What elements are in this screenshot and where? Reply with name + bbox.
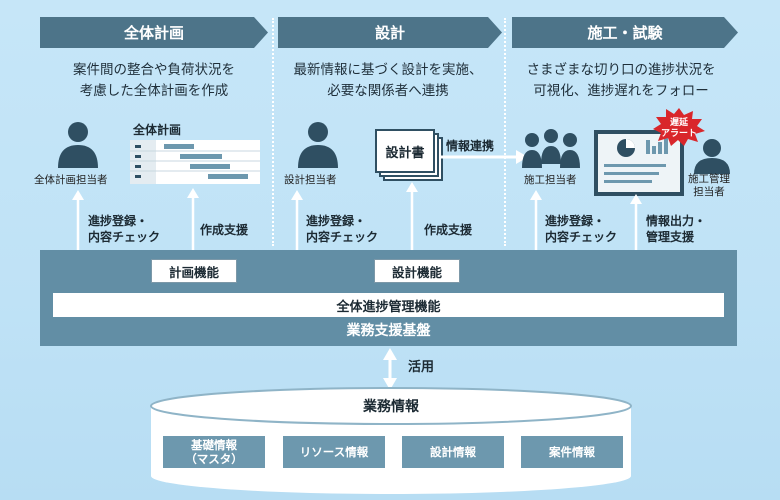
- svg-text:遅延: 遅延: [670, 116, 689, 128]
- manager-person-icon: [694, 139, 730, 174]
- planning-progress-label: 進捗登録・内容チェック: [88, 214, 161, 244]
- phase-banner-planning: 全体計画: [40, 17, 268, 48]
- db-tile-resource-info: リソース情報: [283, 436, 385, 468]
- business-info-database: [150, 387, 632, 494]
- db-tile-master-info: 基礎情報（マスタ）: [163, 436, 265, 468]
- planner-label: 全体計画担当者: [34, 174, 108, 186]
- section-divider: [504, 18, 506, 246]
- plan-function-box: 計画機能: [151, 259, 237, 283]
- database-title: 業務情報: [363, 399, 419, 415]
- phase-banner-construction: 施工・試験: [512, 17, 738, 48]
- constructor-label: 施工担当者: [524, 174, 577, 186]
- phase-description-planning: 案件間の整合や負荷状況を考慮した全体計画を作成: [73, 62, 235, 99]
- db-tile-design-info: 設計情報: [402, 436, 504, 468]
- gantt-chart-icon: [130, 140, 260, 184]
- planner-person-icon: [58, 122, 98, 168]
- construction-progress-label: 進捗登録・内容チェック: [545, 214, 618, 244]
- db-tile-project-info: 案件情報: [521, 436, 623, 468]
- manager-label: 施工管理担当者: [688, 173, 730, 198]
- info-link-label: 情報連携: [446, 139, 495, 153]
- construction-team-icon: [522, 129, 580, 168]
- phase-description-design: 最新情報に基づく設計を実施、必要な関係者へ連携: [293, 62, 483, 99]
- overall-progress-management-box: 全体進捗管理機能: [53, 293, 724, 317]
- planning-creation-support-label: 作成支援: [200, 223, 249, 237]
- designer-person-icon: [298, 122, 338, 168]
- platform-label: 業務支援基盤: [346, 323, 431, 339]
- design-creation-support-label: 作成支援: [424, 223, 473, 237]
- info-link-arrow: [440, 150, 528, 164]
- info-output-label: 情報出力・管理支援: [646, 214, 707, 244]
- section-divider: [272, 18, 274, 246]
- design-progress-label: 進捗登録・内容チェック: [306, 214, 379, 244]
- design-doc-icon: 設計書: [375, 129, 435, 173]
- utilize-label: 活用: [408, 360, 435, 375]
- plan-chart-title: 全体計画: [133, 123, 182, 137]
- designer-label: 設計担当者: [284, 174, 337, 186]
- design-function-box: 設計機能: [374, 259, 460, 283]
- svg-text:アラート: アラート: [661, 128, 697, 139]
- delay-alert-badge: 遅延 アラート: [653, 108, 705, 146]
- phase-description-construction: さまざまな切り口の進捗状況を可視化、進捗遅れをフォロー: [526, 62, 716, 99]
- phase-banner-design: 設計: [278, 17, 502, 48]
- dashboard-monitor-icon: [594, 130, 684, 196]
